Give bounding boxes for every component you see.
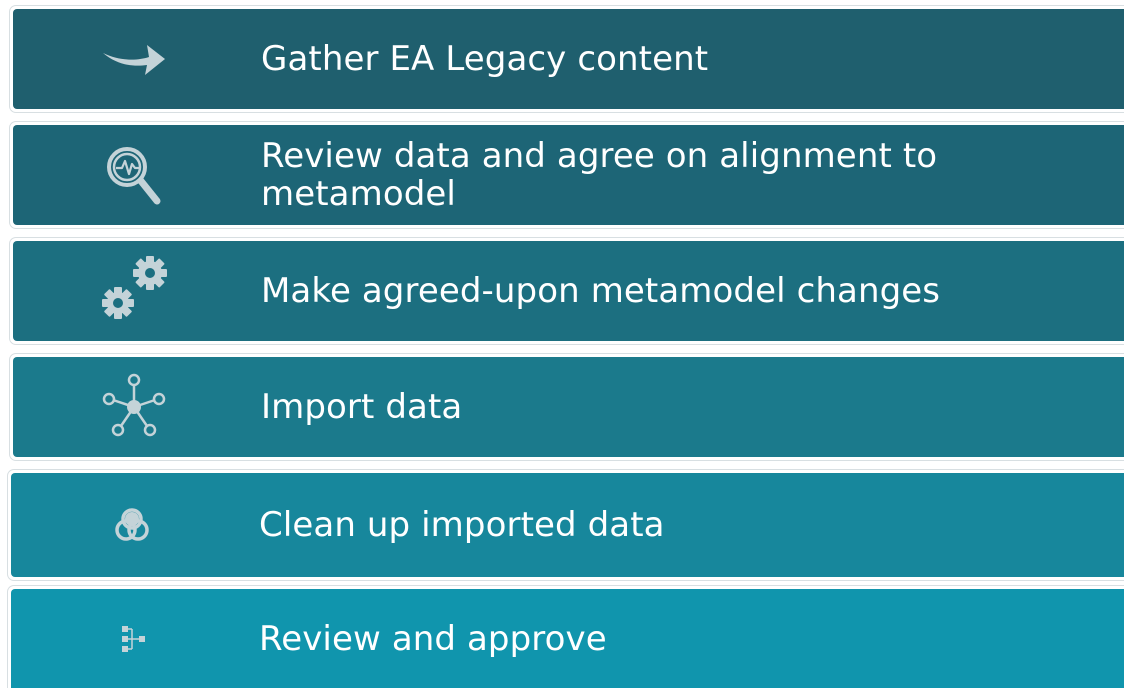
step-clean-up-data: Clean up imported data [7,469,1124,581]
step-import-data: Import data [9,353,1124,461]
venn-circles-icon [87,485,177,565]
arrow-icon [89,19,179,99]
step-label: Gather EA Legacy content [261,39,709,79]
step-review-data-alignment: Review data and agree on alignment to me… [9,121,1124,229]
step-label: Review and approve [259,618,607,659]
step-metamodel-changes: Make agreed-upon metamodel changes [9,237,1124,345]
network-people-icon [89,367,179,447]
step-label: Clean up imported data [259,505,665,545]
step-gather-legacy-content: Gather EA Legacy content [9,5,1124,113]
hierarchy-icon [87,599,177,679]
gears-icon [89,251,179,331]
step-label: Review data and agree on alignment to me… [261,136,938,214]
magnifier-pulse-icon [89,135,179,215]
step-review-approve: Review and approve [7,585,1124,688]
step-label: Make agreed-upon metamodel changes [261,271,941,311]
step-label: Import data [261,387,463,427]
